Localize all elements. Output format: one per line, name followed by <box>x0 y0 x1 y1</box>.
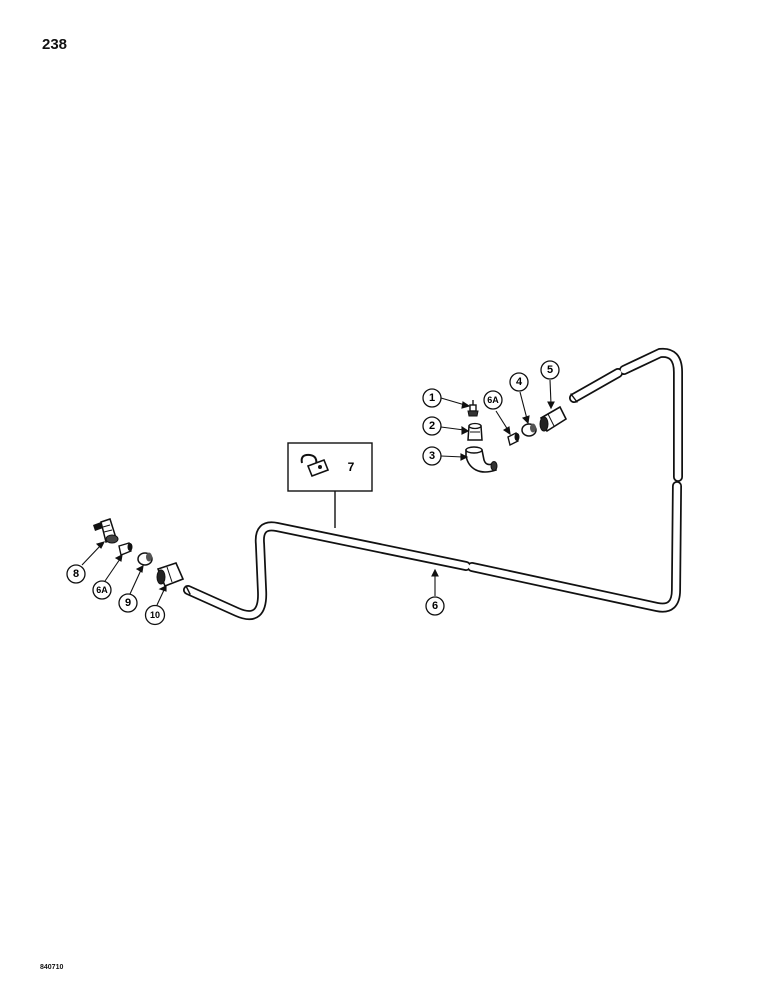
svg-text:6A: 6A <box>96 585 108 595</box>
callout-10: 10 <box>144 604 166 626</box>
leader-lines <box>81 379 555 606</box>
svg-text:2: 2 <box>429 420 435 432</box>
svg-text:6A: 6A <box>487 395 499 405</box>
svg-text:10: 10 <box>150 610 160 620</box>
fitting-nut-left <box>156 562 185 588</box>
svg-text:3: 3 <box>429 450 435 462</box>
callout-2: 2 <box>422 416 442 436</box>
svg-text:6: 6 <box>432 600 438 612</box>
fitting-ferrule-left <box>137 552 153 566</box>
svg-text:9: 9 <box>125 597 131 609</box>
clip-icon <box>300 453 330 478</box>
fitting-adapter <box>467 422 483 441</box>
svg-text:4: 4 <box>516 376 523 388</box>
fitting-connector-left <box>93 518 119 544</box>
callout-4: 4 <box>509 372 529 392</box>
callout-9: 9 <box>118 593 138 613</box>
clip-inset <box>287 442 373 528</box>
fitting-ferrule-top <box>521 423 537 437</box>
fitting-nut-top <box>539 405 568 433</box>
fitting-sleeve-top <box>507 431 520 447</box>
drawing-code: 840710 <box>40 964 64 971</box>
callout-8: 8 <box>66 564 86 584</box>
callout-5: 5 <box>540 360 560 380</box>
tube-assembly <box>183 347 683 621</box>
callout-1: 1 <box>422 388 442 408</box>
fitting-sleeve-left <box>118 542 133 556</box>
fitting-grease-zerk <box>467 400 479 417</box>
callout-7: 7 <box>348 460 355 474</box>
page-number: 238 <box>42 36 68 53</box>
callouts: 1 2 3 6A 4 5 7 8 6A <box>66 360 560 626</box>
svg-text:5: 5 <box>547 364 553 376</box>
callout-6: 6 <box>425 596 445 616</box>
svg-text:1: 1 <box>429 392 435 404</box>
callout-3: 3 <box>422 446 442 466</box>
svg-text:7: 7 <box>348 460 355 474</box>
callout-6a-top: 6A <box>483 390 503 410</box>
callout-6a-left: 6A <box>92 580 112 600</box>
fitting-elbow <box>465 446 498 473</box>
svg-text:8: 8 <box>73 568 79 580</box>
